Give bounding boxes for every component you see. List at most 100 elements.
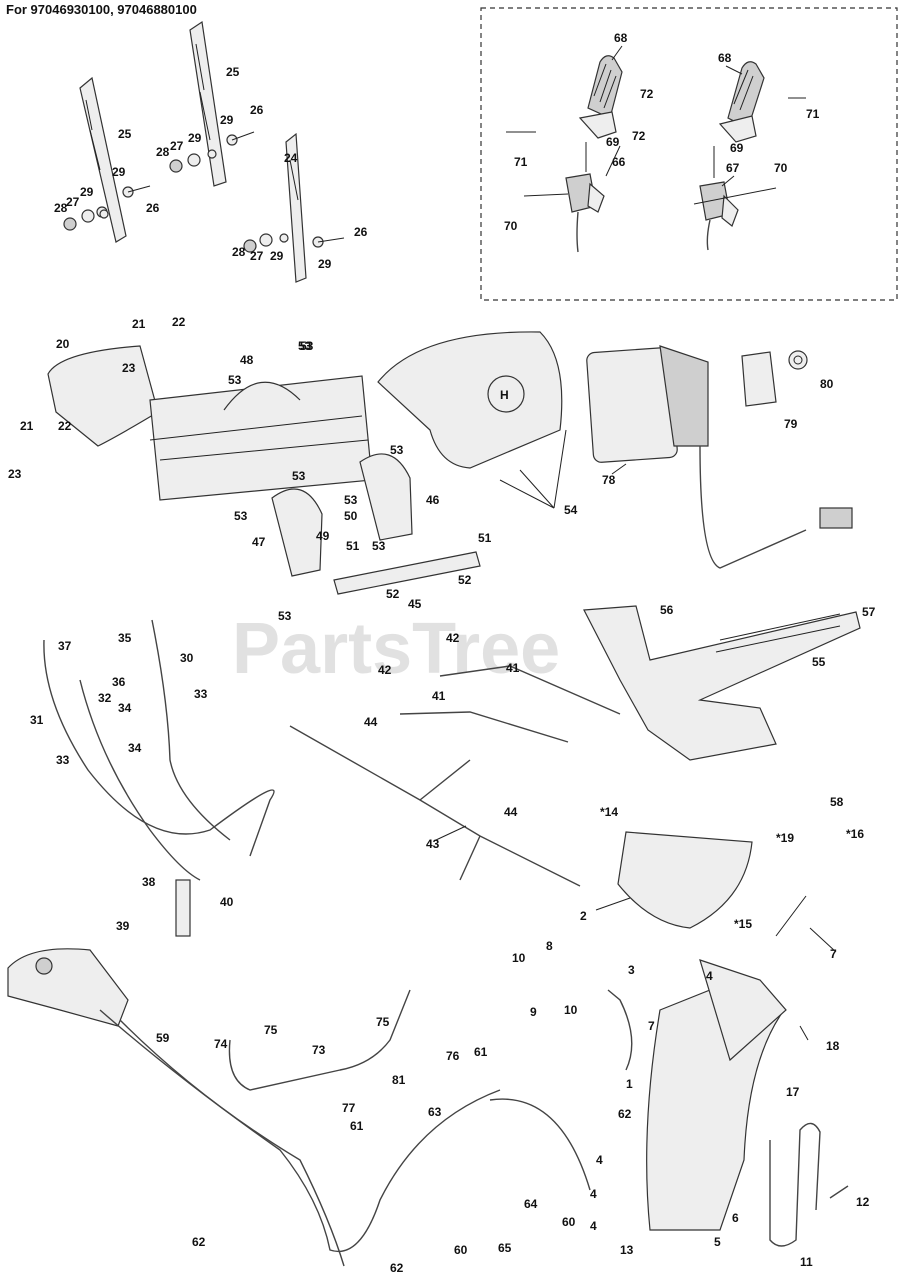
part-label: 53 (300, 339, 314, 353)
inset-handle-assembly-left (506, 55, 623, 253)
part-label: 51 (478, 531, 492, 545)
part-label: 29 (188, 131, 202, 145)
part-label: 1 (626, 1077, 633, 1091)
part-label: 21 (20, 419, 34, 433)
part-label: 52 (386, 587, 400, 601)
part-label: 66 (612, 155, 626, 169)
part-label: 62 (390, 1261, 404, 1275)
inset-handle-assembly-right (693, 61, 806, 251)
part-label: 58 (830, 795, 844, 809)
part-label: 61 (474, 1045, 488, 1059)
part-label: 8 (546, 939, 553, 953)
part-label: 31 (30, 713, 44, 727)
part-label: 29 (270, 249, 284, 263)
part-label: 44 (364, 715, 378, 729)
part-label: 53 (234, 509, 248, 523)
part-label: 46 (426, 493, 440, 507)
wire-harness-43 (289, 725, 581, 887)
part-label: 71 (514, 155, 528, 169)
shift-quadrant-47 (271, 488, 323, 577)
part-label: 6 (732, 1211, 739, 1225)
part-label: 57 (862, 605, 876, 619)
part-label: 30 (180, 651, 194, 665)
part-label: 72 (640, 87, 654, 101)
watermark: PartsTree (232, 609, 560, 689)
part-label: 26 (146, 201, 160, 215)
part-label: *19 (776, 831, 794, 845)
part-label: 68 (614, 31, 628, 45)
part-label: 40 (220, 895, 234, 909)
chute-deflector-2 (617, 831, 753, 929)
part-label: 62 (618, 1107, 632, 1121)
part-label: 34 (118, 701, 132, 715)
part-label: 25 (226, 65, 240, 79)
part-label: 60 (562, 1215, 576, 1229)
part-label: 53 (390, 443, 404, 457)
part-label: 53 (344, 493, 358, 507)
dash-bracket-48 (149, 375, 373, 501)
cables-30-31-32 (43, 619, 275, 937)
part-label: 29 (80, 185, 94, 199)
part-label: 72 (632, 129, 646, 143)
part-label: 29 (220, 113, 234, 127)
part-label: *15 (734, 917, 752, 931)
part-label: 69 (730, 141, 744, 155)
drive-cables-bottom (99, 989, 591, 1267)
part-label: 63 (428, 1105, 442, 1119)
shift-quadrant-46 (359, 453, 413, 541)
part-label: 41 (506, 661, 520, 675)
part-label: 5 (714, 1235, 721, 1249)
part-label: 77 (342, 1101, 356, 1115)
part-label: 43 (426, 837, 440, 851)
part-label: 56 (660, 603, 674, 617)
inset-box (480, 7, 898, 301)
part-label: 27 (66, 195, 80, 209)
rail-45 (333, 551, 481, 595)
console-logo: H (500, 388, 509, 402)
part-label: 79 (784, 417, 798, 431)
lever-hardware (63, 131, 345, 253)
part-label: 29 (318, 257, 332, 271)
part-label: 26 (354, 225, 368, 239)
chute-1 (646, 959, 787, 1231)
part-label: 52 (458, 573, 472, 587)
part-label: 61 (350, 1119, 364, 1133)
part-label: 3 (628, 963, 635, 977)
part-label: 27 (170, 139, 184, 153)
part-label: 70 (504, 219, 518, 233)
part-label: 24 (284, 151, 298, 165)
part-label: 26 (250, 103, 264, 117)
part-label: 10 (512, 951, 526, 965)
part-label: 49 (316, 529, 330, 543)
part-label: 53 (292, 469, 306, 483)
part-label: 81 (392, 1073, 406, 1087)
part-label: 78 (602, 473, 616, 487)
part-label: 51 (346, 539, 360, 553)
part-label: 33 (56, 753, 70, 767)
part-label: 53 (372, 539, 386, 553)
part-label: 64 (524, 1197, 538, 1211)
part-label: 28 (232, 245, 246, 259)
part-label: 80 (820, 377, 834, 391)
rod-7 (607, 895, 807, 1071)
part-label: 36 (112, 675, 126, 689)
led-light-78 (586, 345, 853, 569)
part-label: 32 (98, 691, 112, 705)
part-label: 2 (580, 909, 587, 923)
nut-80 (788, 350, 808, 370)
part-label: *14 (600, 805, 618, 819)
part-label: 10 (564, 1003, 578, 1017)
dash-cover-20 (47, 345, 159, 447)
dash-console: H (377, 331, 563, 469)
part-label: 4 (590, 1219, 597, 1233)
part-label: *16 (846, 827, 864, 841)
part-label: 28 (156, 145, 170, 159)
part-labels: 68 68 72 71 72 71 69 69 66 67 70 70 25 2… (8, 31, 876, 1275)
part-label: 12 (856, 1195, 870, 1209)
part-label: 67 (726, 161, 740, 175)
part-label: 39 (116, 919, 130, 933)
part-label: 70 (774, 161, 788, 175)
part-label: 21 (132, 317, 146, 331)
part-label: 41 (432, 689, 446, 703)
